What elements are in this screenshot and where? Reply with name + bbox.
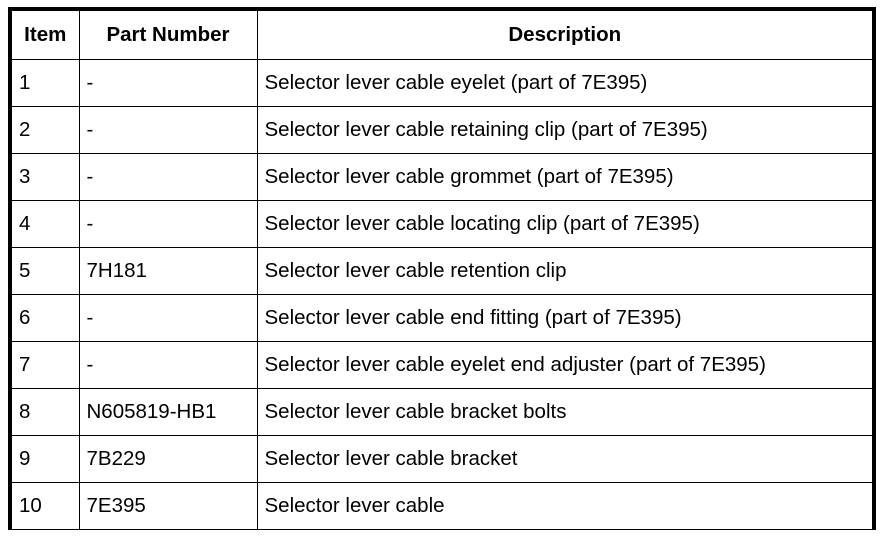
cell-item: 3 [12, 152, 80, 201]
table-row: 10 7E395 Selector lever cable [12, 481, 872, 529]
cell-item: 9 [12, 434, 80, 483]
table-row: 9 7B229 Selector lever cable bracket [12, 434, 872, 483]
cell-description: Selector lever cable end fitting (part o… [256, 293, 872, 342]
cell-part-number: 7B229 [78, 434, 258, 483]
column-header-item: Item [12, 11, 80, 60]
table-row: 1 - Selector lever cable eyelet (part of… [12, 58, 872, 107]
cell-part-number: - [78, 58, 258, 107]
cell-item: 8 [12, 387, 80, 436]
cell-part-number: N605819-HB1 [78, 387, 258, 436]
cell-part-number: 7E395 [78, 481, 258, 529]
column-header-description: Description [256, 11, 872, 60]
cell-part-number: 7H181 [78, 246, 258, 295]
table-body: 1 - Selector lever cable eyelet (part of… [12, 58, 872, 529]
table-row: 8 N605819-HB1 Selector lever cable brack… [12, 387, 872, 436]
table-row: 4 - Selector lever cable locating clip (… [12, 199, 872, 248]
cell-description: Selector lever cable retaining clip (par… [256, 105, 872, 154]
cell-part-number: - [78, 199, 258, 248]
cell-description: Selector lever cable [256, 481, 872, 529]
table-row: 3 - Selector lever cable grommet (part o… [12, 152, 872, 201]
cell-description: Selector lever cable eyelet (part of 7E3… [256, 58, 872, 107]
cell-part-number: - [78, 293, 258, 342]
cell-part-number: - [78, 105, 258, 154]
cell-item: 6 [12, 293, 80, 342]
cell-item: 2 [12, 105, 80, 154]
cell-description: Selector lever cable grommet (part of 7E… [256, 152, 872, 201]
table-row: 2 - Selector lever cable retaining clip … [12, 105, 872, 154]
table-header-row: Item Part Number Description [12, 11, 872, 60]
table-header: Item Part Number Description [12, 11, 872, 60]
cell-description: Selector lever cable bracket [256, 434, 872, 483]
parts-list-table: Item Part Number Description 1 - Selecto… [12, 11, 872, 529]
cell-description: Selector lever cable locating clip (part… [256, 199, 872, 248]
cell-description: Selector lever cable retention clip [256, 246, 872, 295]
cell-description: Selector lever cable eyelet end adjuster… [256, 340, 872, 389]
parts-list-table-container: Item Part Number Description 1 - Selecto… [8, 7, 876, 530]
table-row: 5 7H181 Selector lever cable retention c… [12, 246, 872, 295]
column-header-part-number: Part Number [78, 11, 258, 60]
cell-item: 7 [12, 340, 80, 389]
table-row: 6 - Selector lever cable end fitting (pa… [12, 293, 872, 342]
cell-part-number: - [78, 152, 258, 201]
cell-item: 4 [12, 199, 80, 248]
cell-part-number: - [78, 340, 258, 389]
table-row: 7 - Selector lever cable eyelet end adju… [12, 340, 872, 389]
cell-item: 10 [12, 481, 80, 529]
cell-item: 1 [12, 58, 80, 107]
cell-description: Selector lever cable bracket bolts [256, 387, 872, 436]
cell-item: 5 [12, 246, 80, 295]
